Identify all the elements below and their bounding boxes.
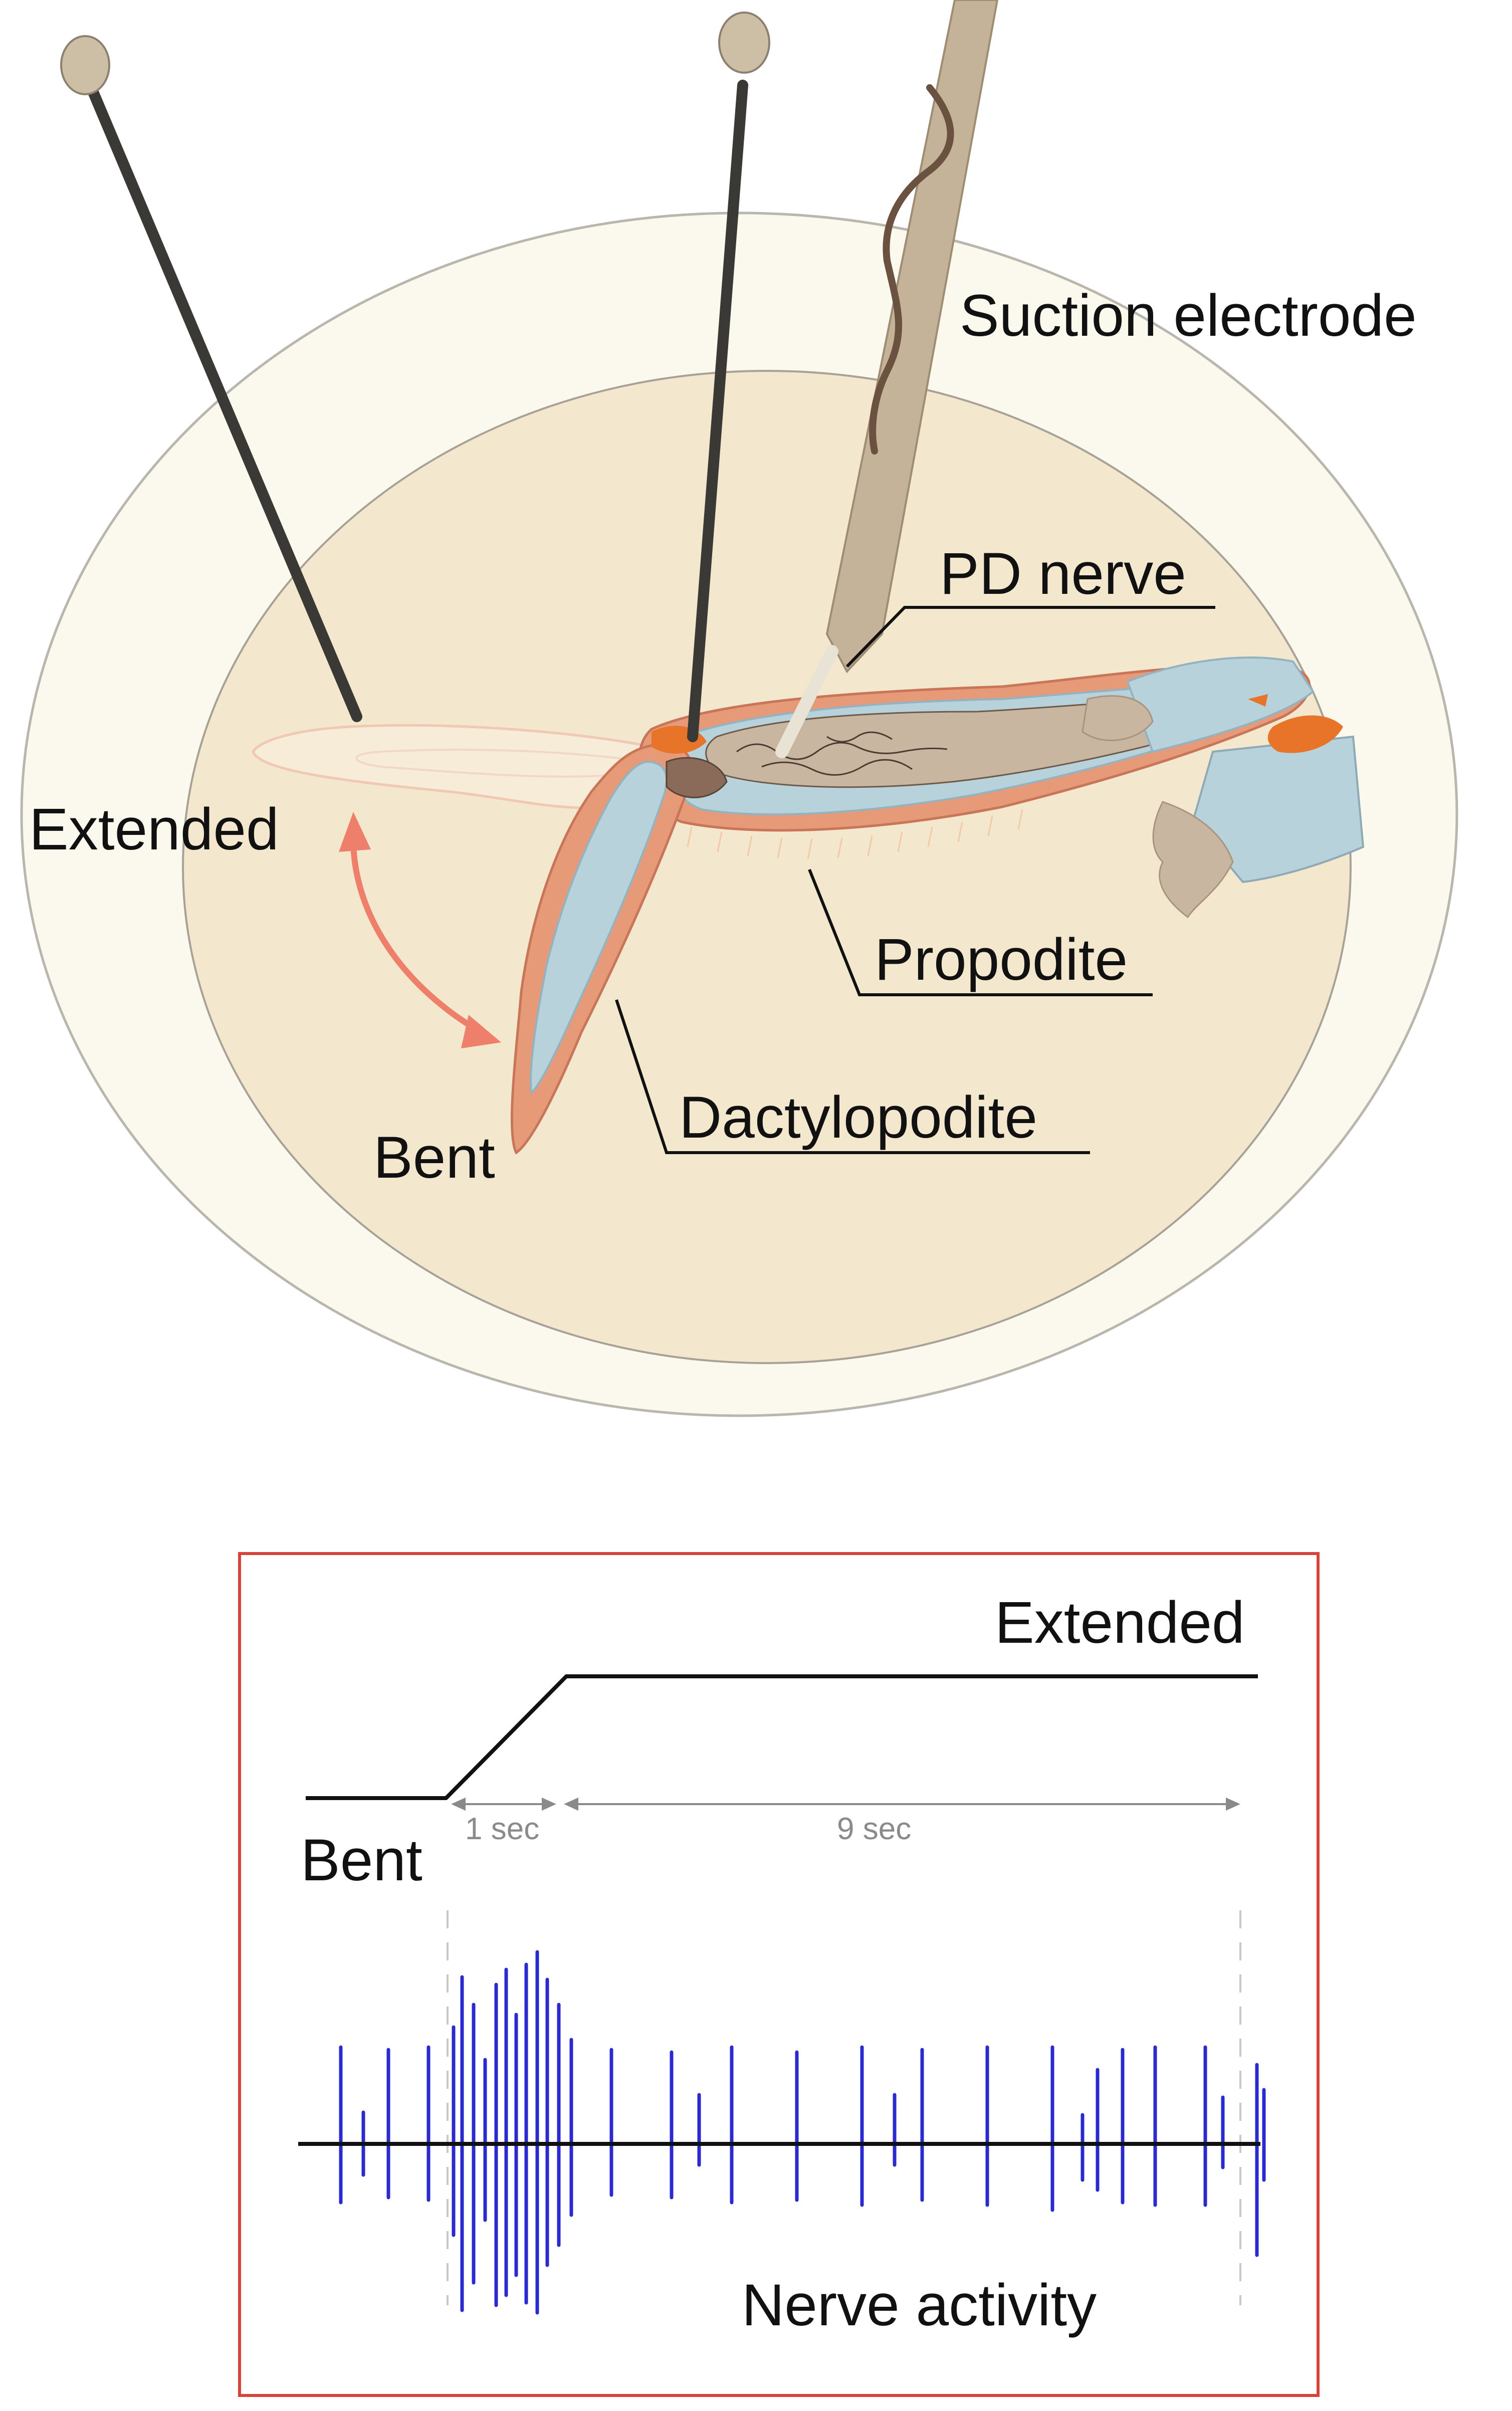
propodite-leader [808, 868, 1153, 996]
label-extended: Extended [29, 796, 279, 862]
label-propodite: Propodite [875, 927, 1128, 993]
dactylopodite-leader [615, 999, 1090, 1154]
pd-nerve-leader [845, 606, 1215, 668]
dissection-pin-icon [687, 12, 770, 742]
orange-fleck [1248, 694, 1268, 707]
label-dactylopodite: Dactylopodite [679, 1084, 1037, 1151]
label-pd-nerve: PD nerve [940, 541, 1186, 607]
torn-tissue [1152, 801, 1234, 919]
timing-arrows [451, 1797, 1240, 1811]
extended-dactylopodite-inner [355, 749, 647, 778]
petri-dish-bath [182, 370, 1352, 1364]
joint-brown [666, 757, 728, 798]
panel-label-nerve-activity: Nerve activity [742, 2272, 1097, 2338]
setae [687, 809, 1023, 859]
carpus-segment [1126, 656, 1315, 753]
label-suction-electrode: Suction electrode [960, 283, 1417, 349]
propodite-tissue-texture [736, 731, 948, 776]
recording-panel: 1 sec 9 sec [238, 1552, 1320, 2397]
label-one-sec: 1 sec [465, 1812, 539, 1846]
panel-label-bent: Bent [301, 1827, 422, 1893]
dactylopodite-muscle [530, 760, 668, 1094]
double-headed-curved-arrow-icon [339, 812, 501, 1048]
extended-dactylopodite-outline [252, 724, 669, 809]
orange-organ [1267, 715, 1343, 753]
joint-tissue [1082, 695, 1154, 741]
label-bent: Bent [373, 1125, 495, 1191]
leader-lines [615, 606, 1215, 1154]
dish-diagram: Suction electrode PD nerve Extended Prop… [20, 0, 1458, 1417]
panel-label-extended: Extended [995, 1590, 1245, 1656]
merus-segment [1191, 735, 1365, 884]
position-trace [306, 1674, 1258, 1800]
dissection-pin-icon [60, 35, 362, 722]
panel-border [238, 1552, 1320, 2397]
suction-electrode-icon [775, 0, 999, 758]
label-nine-sec: 9 sec [837, 1812, 911, 1846]
